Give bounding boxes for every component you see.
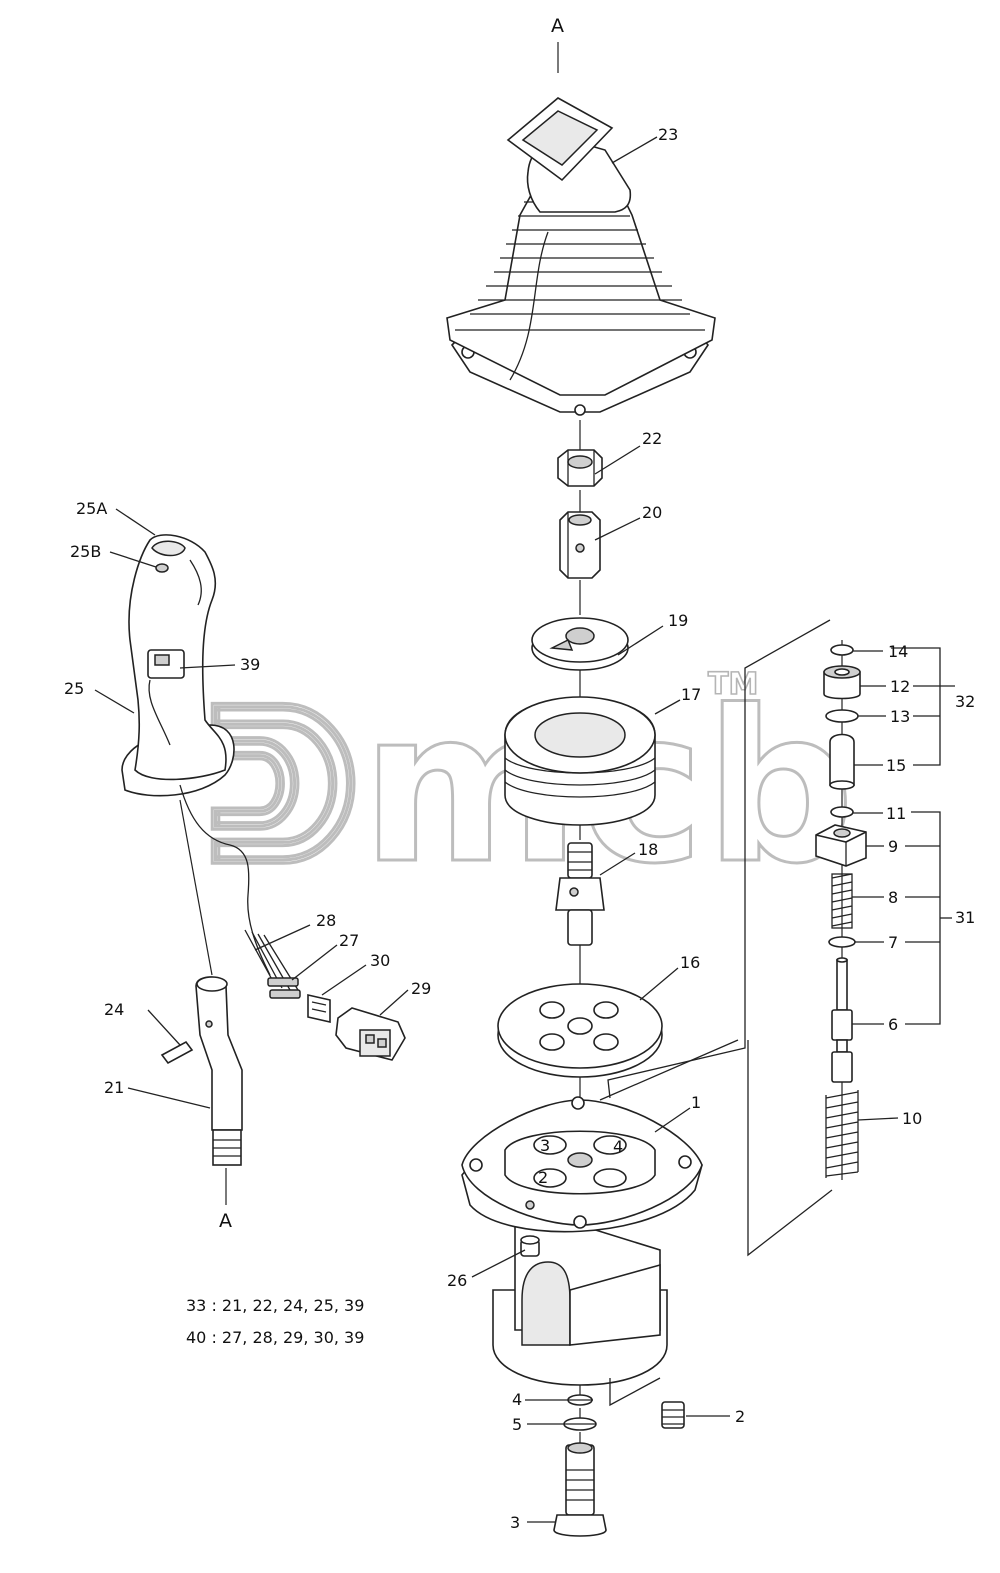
callout-39: 39 bbox=[240, 655, 260, 674]
callout-labels: A A 23 22 20 19 17 18 16 1 26 4 5 2 3 14… bbox=[64, 15, 975, 1532]
valve-port-label-2: 2 bbox=[538, 1168, 548, 1187]
callout-16: 16 bbox=[680, 953, 700, 972]
callout-9: 9 bbox=[888, 837, 898, 856]
callout-15: 15 bbox=[886, 756, 906, 775]
part-17-bellows-seal bbox=[504, 696, 656, 826]
callout-29: 29 bbox=[411, 979, 431, 998]
callout-4: 4 bbox=[512, 1390, 522, 1409]
callout-20: 20 bbox=[642, 503, 662, 522]
legend-line-40: 40 : 27, 28, 29, 30, 39 bbox=[186, 1328, 364, 1347]
callout-22: 22 bbox=[642, 429, 662, 448]
callout-13: 13 bbox=[890, 707, 910, 726]
part-16-port-plate bbox=[497, 983, 663, 1078]
part-29-connector bbox=[335, 1007, 406, 1061]
part-20-coupling bbox=[559, 511, 601, 579]
callout-31: 31 bbox=[955, 908, 975, 927]
part-18-universal-joint bbox=[555, 842, 605, 946]
section-mark-bottom: A bbox=[219, 1210, 232, 1232]
assembly-legend: 33 : 21, 22, 24, 25, 39 40 : 27, 28, 29,… bbox=[186, 1296, 364, 1347]
callout-19: 19 bbox=[668, 611, 688, 630]
part-26-plug bbox=[520, 1235, 540, 1257]
callout-5: 5 bbox=[512, 1415, 522, 1434]
part-10-return-spring bbox=[825, 1090, 859, 1178]
callout-12: 12 bbox=[890, 677, 910, 696]
leader-lines bbox=[94, 136, 955, 1523]
part-9-spring-seat bbox=[815, 824, 867, 867]
part-19-disc-plate bbox=[531, 617, 629, 671]
part-15-push-rod bbox=[829, 733, 855, 790]
callout-2: 2 bbox=[735, 1407, 745, 1426]
part-30-connector-seal bbox=[307, 993, 331, 1024]
part-6-spool bbox=[831, 957, 853, 1083]
part-28-wire-harness bbox=[179, 784, 299, 991]
part-3-bottom-plug bbox=[553, 1442, 607, 1537]
callout-21: 21 bbox=[104, 1078, 124, 1097]
callout-8: 8 bbox=[888, 888, 898, 907]
callout-3: 3 bbox=[510, 1513, 520, 1532]
callout-7: 7 bbox=[888, 933, 898, 952]
part-2-small-plug bbox=[661, 1401, 685, 1429]
legend-line-33: 33 : 21, 22, 24, 25, 39 bbox=[186, 1296, 364, 1315]
part-27-terminal-pins bbox=[267, 977, 301, 999]
part-22-nut bbox=[557, 449, 603, 487]
part-13-o-ring bbox=[825, 709, 859, 723]
callout-28: 28 bbox=[316, 911, 336, 930]
callout-27: 27 bbox=[339, 931, 359, 950]
part-12-seal-holder bbox=[823, 665, 861, 700]
part-11-snap-ring bbox=[830, 806, 854, 818]
callout-32: 32 bbox=[955, 692, 975, 711]
callout-25b: 25B bbox=[70, 542, 101, 561]
part-14-snap-ring bbox=[830, 644, 854, 656]
callout-26: 26 bbox=[447, 1271, 467, 1290]
callout-30: 30 bbox=[370, 951, 390, 970]
part-7-washer bbox=[828, 936, 856, 948]
callout-10: 10 bbox=[902, 1109, 922, 1128]
part-24-pin bbox=[160, 1040, 194, 1065]
callout-18: 18 bbox=[638, 840, 658, 859]
part-1-valve-body: 2 3 4 bbox=[461, 1096, 703, 1386]
part-23-rubber-boot bbox=[446, 97, 716, 416]
callout-6: 6 bbox=[888, 1015, 898, 1034]
part-25-grip-lever bbox=[121, 534, 235, 797]
part-8-spring bbox=[831, 873, 853, 929]
callout-25a: 25A bbox=[76, 499, 107, 518]
watermark-tm: TM bbox=[708, 667, 758, 702]
callout-24: 24 bbox=[104, 1000, 124, 1019]
valve-port-label-3: 3 bbox=[540, 1136, 550, 1155]
part-21-lever-shaft bbox=[195, 976, 243, 1166]
callout-17: 17 bbox=[681, 685, 701, 704]
callout-11: 11 bbox=[886, 804, 906, 823]
valve-port-label-4: 4 bbox=[613, 1137, 623, 1156]
callout-1: 1 bbox=[691, 1093, 701, 1112]
section-mark-top: A bbox=[551, 15, 564, 37]
callout-14: 14 bbox=[888, 642, 908, 661]
callout-25: 25 bbox=[64, 679, 84, 698]
callout-23: 23 bbox=[658, 125, 678, 144]
